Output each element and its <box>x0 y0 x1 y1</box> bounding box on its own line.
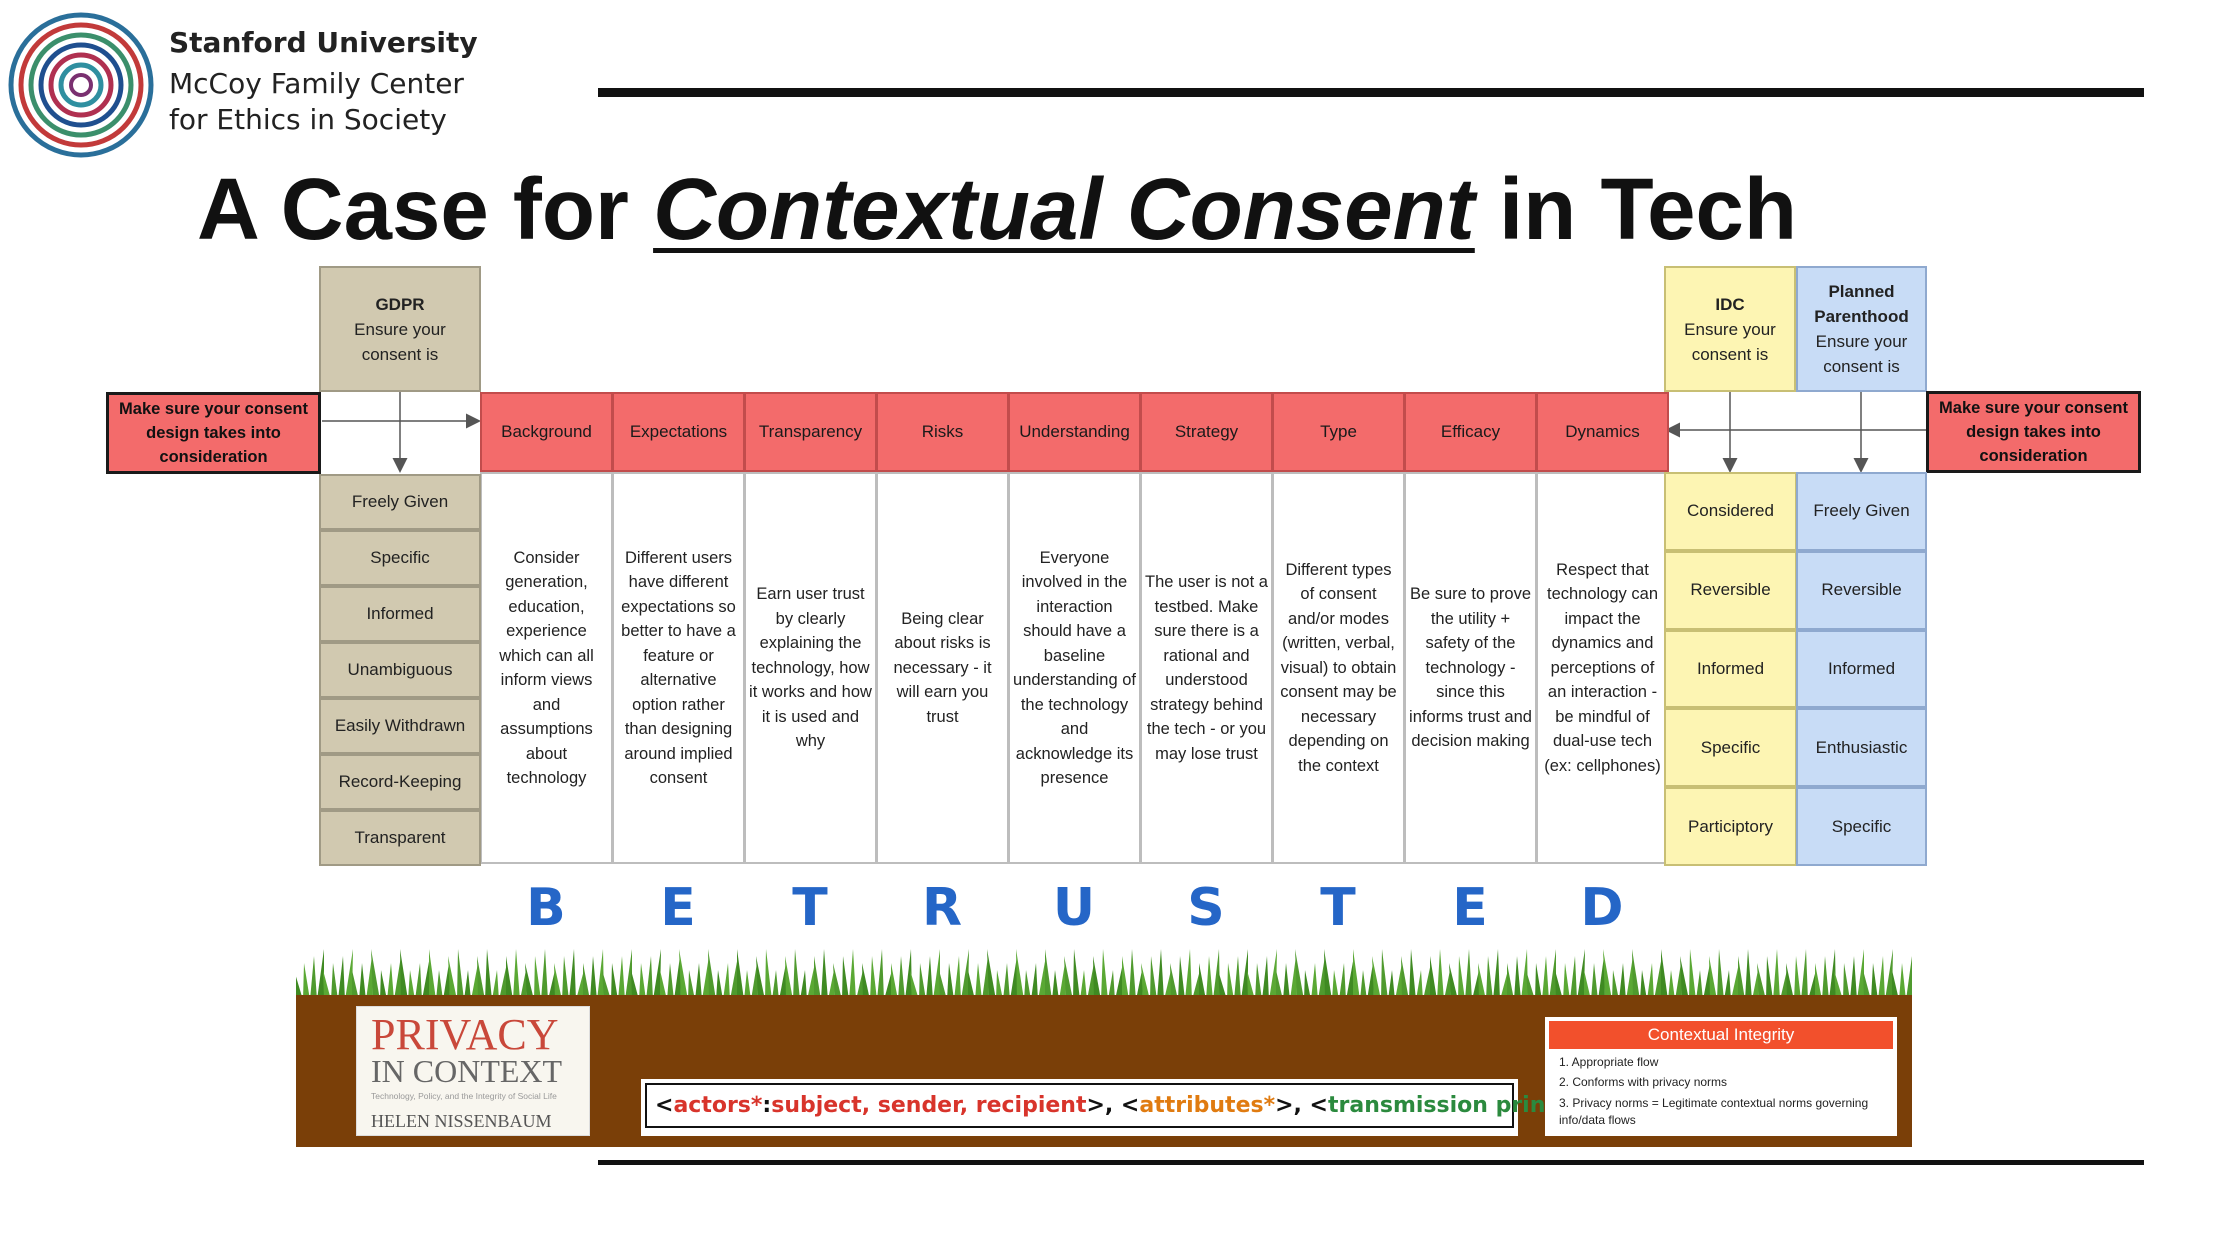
factor-header-type: Type <box>1272 392 1405 472</box>
factor-header-understanding: Understanding <box>1008 392 1141 472</box>
trusted-letter: T <box>1320 878 1356 938</box>
planned-parenthood-box: Planned Parenthood Ensure your consent i… <box>1796 266 1927 392</box>
book-title-line1: PRIVACY <box>371 1010 559 1059</box>
planned-parenthood-item: Specific <box>1796 787 1927 866</box>
formula-close2: >, < <box>1275 1093 1328 1118</box>
trusted-letter: U <box>1052 878 1096 938</box>
factor-description-expectations: Different users have different expectati… <box>612 472 745 864</box>
page-title: A Case for Contextual Consent in Tech <box>197 160 1797 260</box>
formula-actors-detail: subject, sender, recipient <box>771 1093 1087 1118</box>
factor-header-expectations: Expectations <box>612 392 745 472</box>
formula-box: <actors*: subject, sender, recipient>, <… <box>641 1079 1623 1136</box>
formula-colon: : <box>762 1093 772 1118</box>
factor-header-strategy: Strategy <box>1140 392 1273 472</box>
logo-rings-icon <box>8 12 154 158</box>
idc-item: Informed <box>1664 629 1797 709</box>
logo-center-line2: for Ethics in Society <box>169 103 447 136</box>
trusted-letter: D <box>1580 878 1624 938</box>
factor-description-risks: Being clear about risks is necessary - i… <box>876 472 1009 864</box>
ci-heading: Contextual Integrity <box>1549 1021 1893 1049</box>
formula-actors: actors* <box>673 1093 763 1118</box>
trusted-letter: B <box>526 878 566 938</box>
gdpr-item: Easily Withdrawn <box>319 698 481 754</box>
trusted-letter: E <box>660 878 696 938</box>
title-emphasis: Contextual Consent <box>653 161 1475 258</box>
idc-heading: IDC <box>1715 294 1745 314</box>
factor-description-background: Consider generation, education, experien… <box>480 472 613 864</box>
factor-description-dynamics: Respect that technology can impact the d… <box>1536 472 1669 864</box>
contextual-integrity-box: Contextual Integrity 1. Appropriate flow… <box>1545 1017 1897 1136</box>
idc-box: IDC Ensure your consent is <box>1664 266 1796 392</box>
trusted-letter: E <box>1452 878 1488 938</box>
factor-description-type: Different types of consent and/or modes … <box>1272 472 1405 864</box>
pp-heading: Planned Parenthood <box>1814 282 1909 326</box>
logo-university: Stanford University <box>169 26 478 59</box>
gdpr-item: Informed <box>319 586 481 642</box>
factor-header-transparency: Transparency <box>744 392 877 472</box>
title-part2: in Tech <box>1474 161 1798 258</box>
logo-center-line1: McCoy Family Center <box>169 67 464 100</box>
planned-parenthood-item: Enthusiastic <box>1796 708 1927 788</box>
grass-strip <box>296 949 1912 1000</box>
trusted-letter: S <box>1187 878 1225 938</box>
bottom-rule <box>598 1160 2144 1165</box>
idc-item: Participtory <box>1664 787 1797 866</box>
side-note-left: Make sure your consent design takes into… <box>106 392 321 474</box>
book-title-line2: IN CONTEXT <box>371 1053 563 1089</box>
formula-open1: < <box>655 1093 674 1118</box>
stanford-logo: Stanford University McCoy Family Center … <box>6 10 478 160</box>
book-author: HELEN NISSENBAUM <box>371 1111 552 1131</box>
pp-subheading: Ensure your consent is <box>1815 332 1908 376</box>
trusted-letter: T <box>792 878 828 938</box>
factor-header-dynamics: Dynamics <box>1536 392 1669 472</box>
top-rule <box>598 88 2144 97</box>
formula-inner: <actors*: subject, sender, recipient>, <… <box>645 1083 1623 1128</box>
side-note-right: Make sure your consent design takes into… <box>1926 391 2141 473</box>
gdpr-box: GDPR Ensure your consent is <box>319 266 481 392</box>
factor-description-efficacy: Be sure to prove the utility + safety of… <box>1404 472 1537 864</box>
book-cover: PRIVACY IN CONTEXT Technology, Policy, a… <box>356 1006 590 1136</box>
ci-item-2: 2. Conforms with privacy norms <box>1559 1075 1728 1089</box>
planned-parenthood-item: Reversible <box>1796 550 1927 630</box>
idc-item: Reversible <box>1664 550 1797 630</box>
title-part1: A Case for <box>197 161 654 258</box>
trusted-letter: R <box>921 878 963 938</box>
formula-close1: >, < <box>1086 1093 1140 1118</box>
gdpr-item: Specific <box>319 530 481 586</box>
book-subtitle: Technology, Policy, and the Integrity of… <box>371 1091 557 1101</box>
idc-item: Specific <box>1664 708 1797 788</box>
gdpr-item: Freely Given <box>319 474 481 530</box>
ci-item-3: 3. Privacy norms = Legitimate contextual… <box>1559 1096 1869 1127</box>
gdpr-item: Record-Keeping <box>319 754 481 810</box>
gdpr-item: Unambiguous <box>319 642 481 698</box>
factor-header-risks: Risks <box>876 392 1009 472</box>
factor-description-understanding: Everyone involved in the interaction sho… <box>1008 472 1141 864</box>
idc-item: Considered <box>1664 472 1797 551</box>
ci-item-1: 1. Appropriate flow <box>1559 1055 1659 1069</box>
idc-subheading: Ensure your consent is <box>1684 319 1776 364</box>
planned-parenthood-item: Freely Given <box>1796 472 1927 551</box>
factor-header-background: Background <box>480 392 613 472</box>
formula-attributes: attributes* <box>1139 1093 1276 1118</box>
gdpr-item: Transparent <box>319 810 481 866</box>
factor-description-transparency: Earn user trust by clearly explaining th… <box>744 472 877 864</box>
factor-description-strategy: The user is not a testbed. Make sure the… <box>1140 472 1273 864</box>
planned-parenthood-item: Informed <box>1796 629 1927 709</box>
gdpr-subheading: Ensure your consent is <box>354 319 446 364</box>
factor-header-efficacy: Efficacy <box>1404 392 1537 472</box>
gdpr-heading: GDPR <box>375 294 425 314</box>
